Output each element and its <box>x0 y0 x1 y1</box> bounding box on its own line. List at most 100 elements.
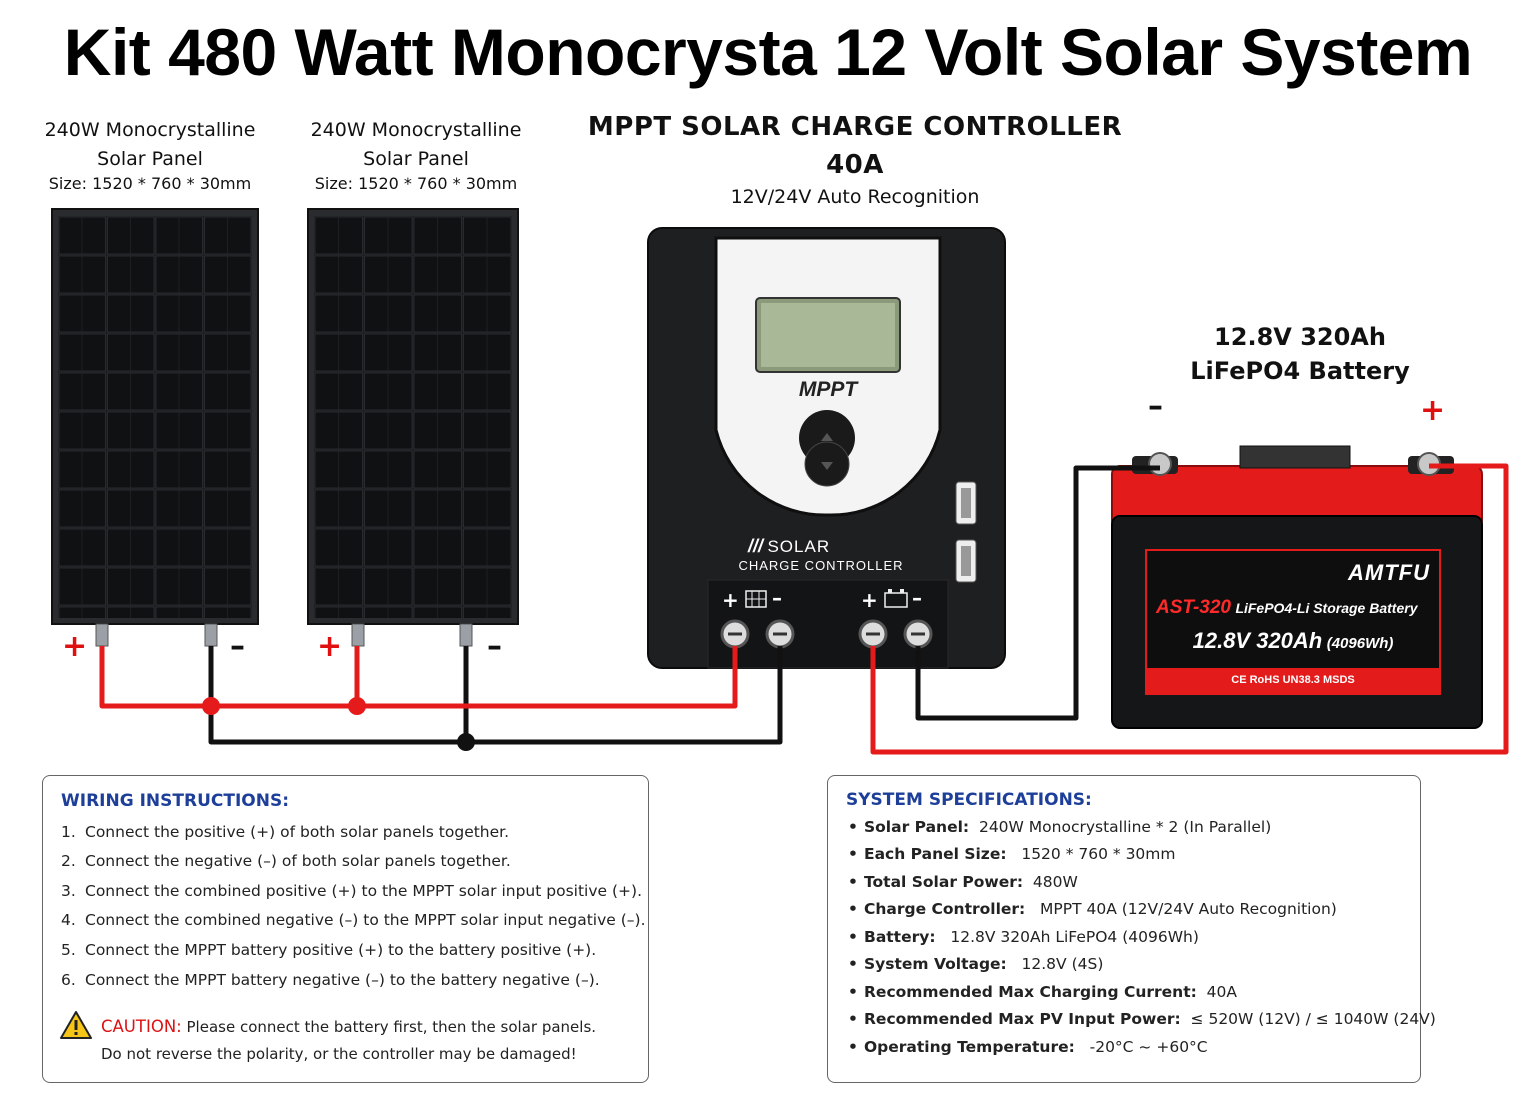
spec-item: •Recommended Max PV Input Power: ≤ 520W … <box>848 1010 1436 1028</box>
spec-label: Total Solar Power: <box>864 873 1024 891</box>
battery-energy: (4096Wh) <box>1326 635 1394 652</box>
ctrl-solar-minus: – <box>772 586 782 610</box>
battery-model: AST-320 <box>1156 597 1231 618</box>
panel-1-name-line2: Solar Panel <box>97 148 203 170</box>
panel-1-plus: + <box>62 629 88 664</box>
battery-minus: – <box>1148 389 1163 424</box>
spec-item: •Each Panel Size: 1520 * 760 * 30mm <box>848 845 1176 863</box>
spec-label: Operating Temperature: <box>864 1038 1075 1056</box>
wiring-step-text: Connect the negative (–) of both solar p… <box>85 852 511 870</box>
specs-heading: SYSTEM SPECIFICATIONS: <box>846 790 1092 810</box>
spec-item: •Operating Temperature: -20°C ~ +60°C <box>848 1038 1208 1056</box>
spec-value: 12.8V (4S) <box>1021 955 1104 973</box>
negative-wiring <box>208 465 1160 745</box>
spec-label: Battery: <box>864 928 936 946</box>
panel-2-label: 240W Monocrystalline Solar Panel Size: 1… <box>286 116 546 193</box>
controller-subtitle: 12V/24V Auto Recognition <box>730 186 980 208</box>
terminal-solar-positive <box>720 619 750 649</box>
ctrl-battery-plus: + <box>861 588 878 612</box>
wiring-step: 1. Connect the positive (+) of both solar… <box>61 823 509 841</box>
spec-value: -20°C ~ +60°C <box>1089 1038 1208 1056</box>
spec-label: Charge Controller: <box>864 900 1026 918</box>
solar-panel-1 <box>51 208 259 647</box>
panel-2-size: Size: 1520 * 760 * 30mm <box>314 174 518 193</box>
battery-model-line: AST-320 LiFePO4-Li Storage Battery <box>1156 597 1417 619</box>
mppt-controller <box>647 227 1006 669</box>
panel-1-size: Size: 1520 * 760 * 30mm <box>48 174 252 193</box>
caution-line1: Please connect the battery first, then t… <box>186 1018 597 1036</box>
ctrl-battery-minus: – <box>912 586 922 610</box>
controller-display-label: MPPT <box>798 378 858 401</box>
battery-plus: + <box>1420 393 1446 428</box>
wiring-step: 5. Connect the MPPT battery positive (+) … <box>61 941 596 959</box>
wiring-step-num: 6. <box>61 971 76 989</box>
solar-panel-2 <box>307 208 519 647</box>
brand-slash-icon: /// <box>748 536 764 556</box>
spec-label: Recommended Max Charging Current: <box>864 983 1197 1001</box>
battery-certs: CE RoHS UN38.3 MSDS <box>1231 674 1355 686</box>
caution-note: CAUTION: Please connect the battery firs… <box>101 1013 596 1068</box>
wiring-step-text: Connect the positive (+) of both solar p… <box>85 823 510 841</box>
wiring-step: 4. Connect the combined negative (–) to t… <box>61 911 646 929</box>
junction-negative <box>457 733 475 751</box>
controller-current: 40A <box>826 150 884 180</box>
wiring-step-num: 1. <box>61 823 76 841</box>
battery-title-line1: 12.8V 320Ah <box>1214 323 1386 351</box>
panel-2-plus: + <box>317 629 343 664</box>
spec-value: ≤ 520W (12V) / ≤ 1040W (24V) <box>1190 1010 1436 1028</box>
wiring-step: 2. Connect the negative (–) of both solar… <box>61 852 511 870</box>
panel-2-minus: – <box>487 629 502 664</box>
spec-value: MPPT 40A (12V/24V Auto Recognition) <box>1040 900 1337 918</box>
wiring-instructions-box: WIRING INSTRUCTIONS: 1. Connect the posit… <box>42 775 649 1083</box>
wiring-step-num: 5. <box>61 941 76 959</box>
controller-brand: /// SOLAR <box>748 536 908 557</box>
controller-brand-line2: CHARGE CONTROLLER <box>738 558 904 573</box>
battery-label: 12.8V 320Ah LiFePO4 Battery <box>1150 320 1450 388</box>
battery-type: LiFePO4-Li Storage Battery <box>1235 600 1418 616</box>
spec-label: System Voltage: <box>864 955 1007 973</box>
wiring-step-text: Connect the combined negative (–) to the… <box>85 911 646 929</box>
spec-item: •Recommended Max Charging Current: 40A <box>848 983 1237 1001</box>
wiring-step-text: Connect the MPPT battery negative (–) to… <box>85 971 600 989</box>
wiring-step: 3. Connect the combined positive (+) to t… <box>61 882 642 900</box>
spec-label: Solar Panel: <box>864 818 970 836</box>
terminal-battery-negative <box>903 619 933 649</box>
spec-value: 240W Monocrystalline * 2 (In Parallel) <box>978 818 1272 836</box>
spec-value: 12.8V 320Ah LiFePO4 (4096Wh) <box>950 928 1199 946</box>
spec-item: •System Voltage: 12.8V (4S) <box>848 955 1104 973</box>
warning-icon <box>60 1011 92 1039</box>
wiring-step-text: Connect the combined positive (+) to the… <box>85 882 642 900</box>
lifepo4-battery <box>1111 445 1483 729</box>
terminal-battery-positive <box>858 619 888 649</box>
spec-value: 1520 * 760 * 30mm <box>1021 845 1176 863</box>
page-title: Kit 480 Watt Monocrysta 12 Volt Solar Sy… <box>63 15 1473 89</box>
wiring-step-num: 2. <box>61 852 76 870</box>
controller-title: MPPT SOLAR CHARGE CONTROLLER <box>587 112 1123 142</box>
wiring-step: 6. Connect the MPPT battery negative (–) … <box>61 971 600 989</box>
spec-value: 480W <box>1032 873 1078 891</box>
terminal-solar-negative <box>765 619 795 649</box>
panel-2-name-line2: Solar Panel <box>363 148 469 170</box>
panel-2-name-line1: 240W Monocrystalline <box>310 119 522 141</box>
caution-line2: Do not reverse the polarity, or the cont… <box>101 1045 577 1063</box>
wiring-heading: WIRING INSTRUCTIONS: <box>61 791 289 811</box>
system-specifications-box: SYSTEM SPECIFICATIONS: •Solar Panel: 240… <box>827 775 1436 1083</box>
battery-rating-line: 12.8V 320Ah (4096Wh) <box>1146 628 1440 654</box>
wiring-step-text: Connect the MPPT battery positive (+) to… <box>85 941 597 959</box>
spec-value: 40A <box>1206 983 1237 1001</box>
spec-label: Each Panel Size: <box>864 845 1007 863</box>
spec-item: •Total Solar Power: 480W <box>848 873 1078 891</box>
controller-label: MPPT SOLAR CHARGE CONTROLLER 40A 12V/24V… <box>560 108 1150 208</box>
battery-brand-logo: AMTFU <box>1348 560 1430 585</box>
panel-1-minus: – <box>230 629 245 664</box>
spec-item: •Solar Panel: 240W Monocrystalline * 2 (… <box>848 818 1272 836</box>
spec-item: •Charge Controller: MPPT 40A (12V/24V Au… <box>848 900 1337 918</box>
junction-positive-1 <box>202 697 220 715</box>
battery-rating: 12.8V 320Ah <box>1192 628 1323 653</box>
wiring-step-num: 4. <box>61 911 76 929</box>
junction-positive-2 <box>348 697 366 715</box>
wiring-step-num: 3. <box>61 882 76 900</box>
ctrl-solar-plus: + <box>722 588 739 612</box>
battery-title-line2: LiFePO4 Battery <box>1190 357 1410 385</box>
